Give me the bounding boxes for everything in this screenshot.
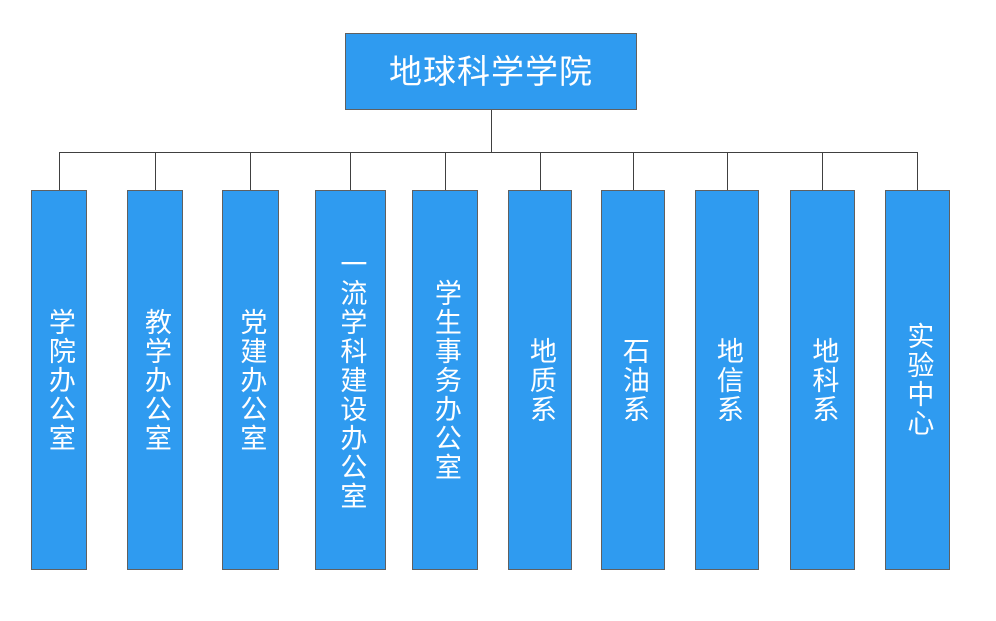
org-node-label: 地质系 xyxy=(524,336,556,424)
org-node-label: 地信系 xyxy=(711,336,743,424)
org-node-root[interactable]: 地球科学学院 xyxy=(345,33,637,110)
org-node-dizhixi[interactable]: 地质系 xyxy=(508,190,572,570)
org-node-label: 地科系 xyxy=(807,336,839,424)
org-node-label: 学院办公室 xyxy=(43,307,75,453)
org-node-label: 实验中心 xyxy=(902,322,934,438)
drop-line-9 xyxy=(822,152,823,190)
org-node-dikexi[interactable]: 地科系 xyxy=(790,190,855,570)
org-node-label: 党建办公室 xyxy=(235,307,267,453)
org-node-jiaoxue-bangongshi[interactable]: 教学办公室 xyxy=(127,190,183,570)
org-node-xuesheng-shiwu-bangongshi[interactable]: 学生事务办公室 xyxy=(412,190,478,570)
root-stem-line xyxy=(491,110,492,152)
org-node-dangjian-bangongshi[interactable]: 党建办公室 xyxy=(222,190,279,570)
drop-line-1 xyxy=(59,152,60,190)
drop-line-10 xyxy=(917,152,918,190)
drop-line-7 xyxy=(633,152,634,190)
drop-line-8 xyxy=(727,152,728,190)
org-node-root-label: 地球科学学院 xyxy=(389,52,593,91)
org-node-shiyouxi[interactable]: 石油系 xyxy=(601,190,665,570)
org-node-shiyan-zhongxin[interactable]: 实验中心 xyxy=(885,190,950,570)
drop-line-6 xyxy=(540,152,541,190)
org-node-xueyuan-bangongshi[interactable]: 学院办公室 xyxy=(31,190,87,570)
org-node-yiliu-xueke-jianshe-bangongshi[interactable]: 一流学科建设办公室 xyxy=(315,190,386,570)
horizontal-bus-line xyxy=(59,152,918,153)
org-node-label: 一流学科建设办公室 xyxy=(335,249,367,511)
drop-line-3 xyxy=(250,152,251,190)
org-node-label: 石油系 xyxy=(617,336,649,424)
org-node-label: 教学办公室 xyxy=(139,307,171,453)
drop-line-4 xyxy=(350,152,351,190)
drop-line-5 xyxy=(445,152,446,190)
org-node-dixinxi[interactable]: 地信系 xyxy=(695,190,759,570)
org-node-label: 学生事务办公室 xyxy=(429,278,461,482)
drop-line-2 xyxy=(155,152,156,190)
